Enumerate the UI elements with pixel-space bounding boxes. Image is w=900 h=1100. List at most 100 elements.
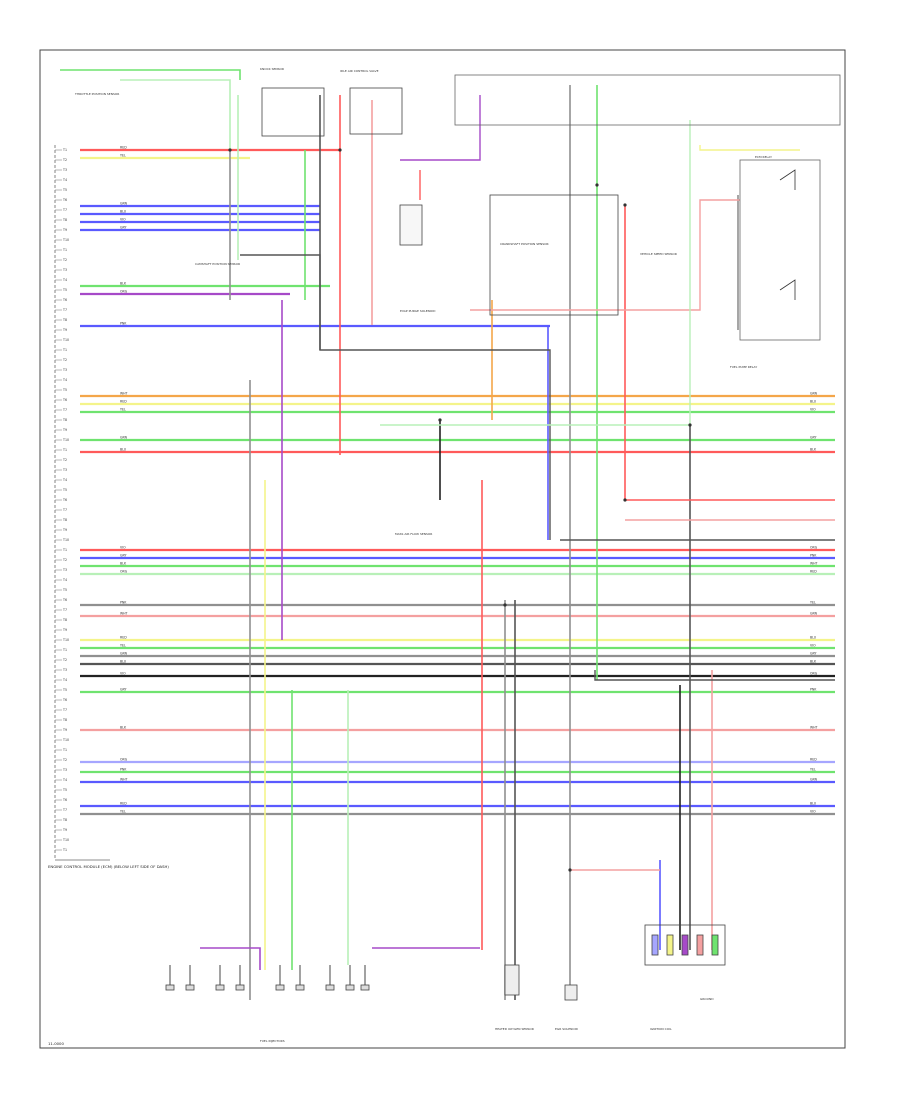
injector-connector — [165, 984, 175, 991]
fuel-pump-relay-label: FUEL PUMP RELAY — [730, 365, 757, 369]
ecm-pin-label: T10 — [62, 538, 69, 542]
ecm-pin-label: T6 — [62, 798, 67, 802]
injector-connector — [185, 984, 195, 991]
wire-color-label: GRY — [120, 554, 126, 558]
ecm-pin-label: T10 — [62, 438, 69, 442]
ecm-pin-label: T7 — [62, 208, 67, 212]
ecm-pin-label: T8 — [62, 618, 67, 622]
idle-air-connector — [349, 87, 403, 135]
wire-color-label-right: VIO — [810, 644, 816, 648]
ecm-pin-label: T9 — [62, 628, 67, 632]
injector-connector — [235, 984, 245, 991]
ecm-pin-label: T2 — [62, 658, 67, 662]
wire-color-label: VIO — [120, 218, 126, 222]
ecm-pin-label: T8 — [62, 418, 67, 422]
relay-contact — [779, 169, 796, 190]
diagram-border — [39, 49, 846, 1049]
wire-color-label: WHT — [120, 392, 128, 396]
pin-group: T1T2T3T4T5T6T7T8T9T10T1T2T3T4T5T6T7T8T9T… — [55, 148, 69, 852]
ecm-pin-label: T9 — [62, 428, 67, 432]
crankshaft-sensor-box — [489, 194, 619, 316]
ecm-pin-label: T4 — [62, 478, 67, 482]
evap-purge-solenoid — [399, 204, 423, 246]
ecm-pin-label: T8 — [62, 718, 67, 722]
ecm-pin-label: T5 — [62, 588, 67, 592]
ecm-pin-label: T3 — [62, 268, 67, 272]
ecm-pin-label: T4 — [62, 278, 67, 282]
egr-solenoid-body — [564, 984, 578, 1001]
ecm-pin-label: T2 — [62, 358, 67, 362]
wire-color-label-right: BLK — [810, 660, 817, 664]
routed-wire — [120, 79, 231, 150]
routed-wire — [470, 199, 740, 311]
ecm-pin-label: T1 — [62, 148, 67, 152]
ecm-pin-label: T2 — [62, 558, 67, 562]
ecm-pin-label: T8 — [62, 318, 67, 322]
ecm-pin-label: T5 — [62, 488, 67, 492]
wire-color-label: WHT — [120, 612, 128, 616]
ecm-pin-label: T6 — [62, 298, 67, 302]
ecm-pin-label: T5 — [62, 788, 67, 792]
splice-dot — [623, 203, 627, 207]
camshaft-sensor-label: CAMSHAFT POSITION SENSOR — [195, 262, 240, 266]
wire-color-label-right: BLU — [810, 802, 817, 806]
wire-color-label: RED — [120, 146, 127, 150]
mass-air-flow-label: MASS AIR FLOW SENSOR — [395, 532, 432, 536]
wire-color-label: VIO — [120, 546, 126, 550]
ecm-pin-label: T7 — [62, 608, 67, 612]
wire-color-label-right: VIO — [810, 408, 816, 412]
wire-color-label: BLU — [120, 660, 127, 664]
oxygen-sensor-body — [504, 964, 520, 996]
wire-color-label-right: WHT — [810, 562, 818, 566]
ecm-pin-label: T4 — [62, 578, 67, 582]
wire-color-label: BLK — [120, 562, 127, 566]
ecm-pin-label: T7 — [62, 308, 67, 312]
egr-solenoid-label: EGR SOLENOID — [555, 1027, 579, 1031]
relay-box — [739, 159, 821, 341]
wire-color-label-right: GRN — [810, 778, 818, 782]
ecm-pin-label: T3 — [62, 468, 67, 472]
ecm-pin-label: T3 — [62, 168, 67, 172]
wire-color-label: BLK — [120, 726, 127, 730]
ecm-pin-label: T10 — [62, 338, 69, 342]
wire-color-label-right: YEL — [810, 768, 816, 772]
ecm-relay-label: ECM RELAY — [755, 155, 772, 159]
wire-color-label: PNK — [120, 768, 127, 772]
routed-wire — [594, 670, 835, 681]
wire-color-label: RED — [120, 400, 127, 404]
injector-connector — [275, 984, 285, 991]
wire-color-label: GRN — [120, 436, 128, 440]
knock-sensor-label: KNOCK SENSOR — [260, 67, 284, 71]
wire-color-label: RED — [120, 636, 127, 640]
ecm-pin-label: T5 — [62, 388, 67, 392]
ecm-pin-label: T5 — [62, 288, 67, 292]
ground-label: GROUND — [700, 997, 714, 1001]
wire-color-label-right: BLU — [810, 636, 817, 640]
knock-sensor-connector — [261, 87, 325, 137]
routed-wire — [699, 145, 800, 151]
coil-lead — [666, 934, 674, 956]
injector-connector — [345, 984, 355, 991]
injector-connector — [215, 984, 225, 991]
wire-color-label-right: RED — [810, 758, 817, 762]
ecm-pin-label: T2 — [62, 458, 67, 462]
wire-color-label: BLU — [120, 210, 127, 214]
ecm-label: ENGINE CONTROL MODULE (ECM) (BELOW LEFT … — [48, 864, 169, 869]
ecm-pin-label: T9 — [62, 328, 67, 332]
wire-color-label: YEL — [120, 810, 126, 814]
wire-color-label: ORG — [120, 758, 128, 762]
wire-color-label-right: GRY — [810, 652, 816, 656]
wire-color-label: ORG — [120, 290, 128, 294]
wire-color-label-right: PNK — [810, 554, 817, 558]
wire-color-label: GRY — [120, 226, 126, 230]
wire-color-label: GRN — [120, 202, 128, 206]
routed-wire — [240, 254, 551, 540]
wire-color-label-right: VIO — [810, 810, 816, 814]
wire-color-label-right: BLK — [810, 448, 817, 452]
wire-color-label: YEL — [120, 408, 126, 412]
ecm-pin-label: T9 — [62, 528, 67, 532]
footer-code: 11-0000 — [48, 1041, 64, 1046]
routed-wire — [60, 69, 241, 80]
ecm-pin-label: T6 — [62, 398, 67, 402]
vehicle-speed-label: VEHICLE SPEED SENSOR — [640, 252, 677, 256]
